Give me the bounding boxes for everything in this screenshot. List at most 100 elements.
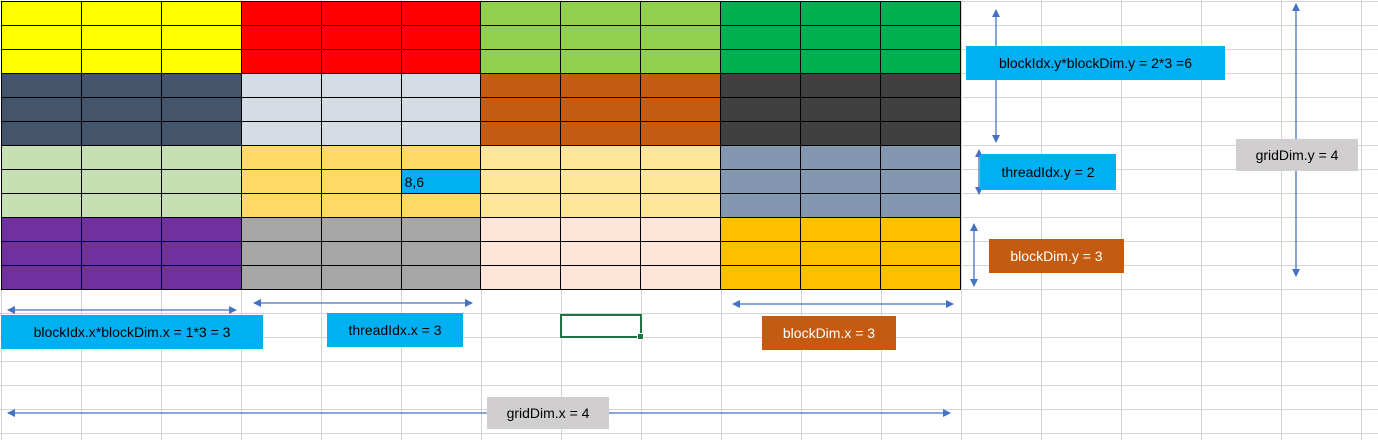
grid-cell[interactable] xyxy=(801,26,882,50)
grid-cell[interactable] xyxy=(561,218,642,242)
grid-cell[interactable] xyxy=(241,242,322,266)
grid-cell[interactable] xyxy=(801,74,882,98)
grid-cell[interactable] xyxy=(81,266,162,290)
grid-cell[interactable] xyxy=(2,194,82,218)
grid-cell[interactable] xyxy=(161,2,242,26)
grid-cell[interactable] xyxy=(721,2,802,26)
grid-cell[interactable] xyxy=(401,194,482,218)
grid-cell[interactable] xyxy=(161,242,242,266)
grid-cell[interactable] xyxy=(561,122,642,146)
selected-cell[interactable] xyxy=(560,314,644,340)
grid-cell[interactable] xyxy=(721,98,802,122)
grid-cell[interactable] xyxy=(881,2,961,26)
grid-cell[interactable] xyxy=(81,50,162,74)
grid-cell[interactable] xyxy=(641,2,722,26)
grid-cell[interactable] xyxy=(481,170,562,194)
grid-cell[interactable] xyxy=(241,98,322,122)
grid-cell[interactable] xyxy=(721,170,802,194)
grid-cell[interactable] xyxy=(81,146,162,170)
grid-cell[interactable] xyxy=(241,74,322,98)
grid-cell[interactable] xyxy=(401,2,482,26)
grid-cell[interactable] xyxy=(641,170,722,194)
grid-cell[interactable] xyxy=(561,146,642,170)
grid-cell[interactable] xyxy=(641,218,722,242)
grid-cell[interactable] xyxy=(81,218,162,242)
grid-cell[interactable] xyxy=(321,98,402,122)
grid-cell[interactable] xyxy=(241,2,322,26)
grid-cell[interactable] xyxy=(561,266,642,290)
grid-cell[interactable] xyxy=(481,50,562,74)
grid-cell[interactable] xyxy=(241,170,322,194)
grid-cell[interactable] xyxy=(881,122,961,146)
grid-cell[interactable] xyxy=(801,146,882,170)
grid-cell[interactable] xyxy=(81,74,162,98)
grid-cell[interactable] xyxy=(81,194,162,218)
grid-cell[interactable] xyxy=(321,122,402,146)
grid-cell[interactable] xyxy=(481,194,562,218)
grid-cell[interactable] xyxy=(881,194,961,218)
grid-cell[interactable] xyxy=(641,98,722,122)
grid-cell[interactable] xyxy=(881,266,961,290)
grid-cell[interactable] xyxy=(481,242,562,266)
grid-cell[interactable] xyxy=(2,2,82,26)
grid-cell[interactable] xyxy=(561,170,642,194)
grid-cell[interactable] xyxy=(641,146,722,170)
grid-cell[interactable] xyxy=(881,170,961,194)
grid-cell[interactable] xyxy=(721,74,802,98)
grid-cell[interactable] xyxy=(241,218,322,242)
grid-cell[interactable] xyxy=(801,98,882,122)
grid-cell[interactable] xyxy=(801,122,882,146)
grid-cell[interactable] xyxy=(481,266,562,290)
grid-cell[interactable] xyxy=(561,26,642,50)
grid-cell[interactable] xyxy=(721,122,802,146)
grid-cell[interactable] xyxy=(2,98,82,122)
grid-cell[interactable] xyxy=(241,194,322,218)
grid-cell[interactable] xyxy=(241,146,322,170)
grid-cell[interactable] xyxy=(2,50,82,74)
grid-cell[interactable] xyxy=(561,2,642,26)
grid-cell[interactable] xyxy=(561,50,642,74)
grid-cell[interactable] xyxy=(161,194,242,218)
grid-cell[interactable] xyxy=(401,122,482,146)
grid-cell[interactable] xyxy=(401,26,482,50)
grid-cell[interactable] xyxy=(721,26,802,50)
grid-cell[interactable] xyxy=(161,266,242,290)
grid-cell[interactable] xyxy=(2,170,82,194)
grid-cell[interactable] xyxy=(881,98,961,122)
grid-cell[interactable] xyxy=(721,50,802,74)
grid-cell[interactable] xyxy=(881,218,961,242)
grid-cell[interactable] xyxy=(641,266,722,290)
grid-cell[interactable] xyxy=(641,50,722,74)
grid-cell[interactable] xyxy=(81,242,162,266)
grid-cell[interactable] xyxy=(881,242,961,266)
grid-cell[interactable] xyxy=(321,266,402,290)
grid-cell[interactable] xyxy=(481,26,562,50)
grid-cell[interactable] xyxy=(561,74,642,98)
grid-cell[interactable] xyxy=(721,194,802,218)
grid-cell[interactable] xyxy=(321,2,402,26)
grid-cell[interactable] xyxy=(881,26,961,50)
grid-cell[interactable] xyxy=(721,218,802,242)
grid-cell[interactable] xyxy=(321,26,402,50)
grid-cell[interactable] xyxy=(321,194,402,218)
grid-cell[interactable] xyxy=(81,98,162,122)
grid-cell[interactable] xyxy=(641,122,722,146)
grid-cell[interactable] xyxy=(2,218,82,242)
grid-cell[interactable] xyxy=(481,218,562,242)
grid-cell[interactable] xyxy=(161,170,242,194)
grid-cell[interactable] xyxy=(641,242,722,266)
grid-cell[interactable] xyxy=(721,242,802,266)
grid-cell[interactable] xyxy=(321,74,402,98)
grid-cell[interactable]: 8,6 xyxy=(401,170,482,194)
grid-cell[interactable] xyxy=(641,74,722,98)
grid-cell[interactable] xyxy=(241,266,322,290)
grid-cell[interactable] xyxy=(401,98,482,122)
grid-cell[interactable] xyxy=(561,242,642,266)
grid-cell[interactable] xyxy=(161,74,242,98)
grid-cell[interactable] xyxy=(81,26,162,50)
grid-cell[interactable] xyxy=(401,266,482,290)
grid-cell[interactable] xyxy=(801,194,882,218)
grid-cell[interactable] xyxy=(881,146,961,170)
grid-cell[interactable] xyxy=(801,50,882,74)
grid-cell[interactable] xyxy=(801,2,882,26)
